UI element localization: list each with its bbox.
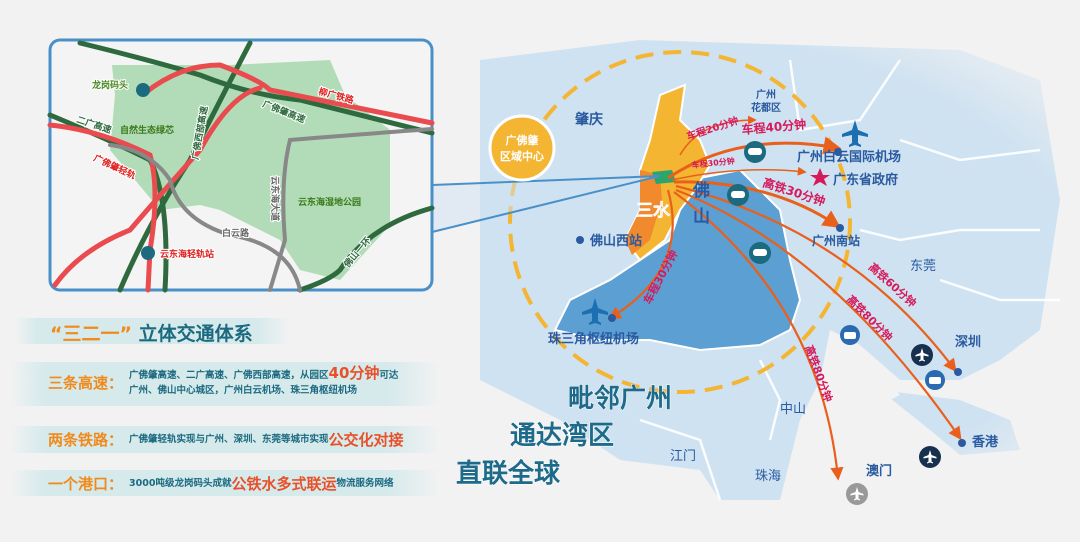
route-label-baiyun: 车程40分钟 (741, 116, 807, 137)
airplane-glyph (923, 450, 937, 464)
badge-line1: 广佛肇 (506, 133, 540, 147)
slogan-1: 毗邻广州 (568, 384, 672, 414)
row-label: 两条铁路： (48, 431, 124, 449)
row-text: 广州、佛山中心城区，广州白云机场、珠三角枢纽机场 (129, 385, 358, 396)
pier-icon (136, 83, 150, 97)
label-hongkong: 香港 (971, 434, 999, 450)
airplane-glyph (850, 487, 864, 501)
label-gz-south: 广州南站 (812, 233, 860, 248)
label-foshan-west: 佛山西站 (589, 233, 642, 249)
row-text: 3000吨级龙岗码头成就 (129, 478, 232, 489)
title-quote: “三二一” (50, 323, 132, 345)
title-text: 立体交通体系 (138, 323, 253, 345)
station-icon (141, 246, 155, 260)
label-foshan-2: 山 (693, 207, 710, 227)
slogan-2: 通达湾区 (510, 420, 614, 451)
row-band (10, 470, 440, 496)
callout-line (431, 175, 661, 186)
airplane-glyph (915, 348, 929, 362)
row-band (10, 362, 440, 406)
star-icon (810, 168, 830, 186)
row-port: 一个港口： 3000吨级龙岗码头成就 公铁水多式联运 物流服务网络 (48, 473, 394, 494)
badge-line2: 区域中心 (500, 149, 544, 163)
label-huadu-2: 花都区 (751, 101, 781, 114)
label-foshan-1: 佛 (692, 180, 710, 201)
row-label: 一个港口： (48, 475, 124, 493)
panel-title: “三二一” 立体交通体系 (50, 319, 253, 346)
label-jiangmen: 江门 (670, 449, 696, 464)
train-glyph (753, 249, 767, 256)
label-sanshui: 三水 (636, 200, 671, 221)
label-zhongshan: 中山 (780, 402, 806, 417)
row-highlight: 公交化对接 (328, 431, 404, 449)
location-dots (576, 148, 966, 447)
row-label: 三条高速： (48, 373, 124, 392)
callout-line (431, 175, 661, 233)
row-text: 可达 (379, 370, 399, 381)
label-zhaoqing: 肇庆 (575, 111, 603, 128)
title-band (15, 318, 290, 344)
airplane-icon (842, 120, 868, 147)
airplane-icon (582, 298, 608, 325)
train-glyph (731, 191, 745, 198)
train-glyph (748, 148, 762, 155)
slogan-3: 直联全球 (456, 458, 561, 489)
row-text-block: 广佛肇高速、二广高速、广佛西部高速，从园区40分钟可达广州、佛山中心城区，广州白… (129, 366, 398, 398)
label-prd-airport: 珠三角枢纽机场 (548, 331, 639, 347)
label-zhuhai: 珠海 (755, 469, 781, 484)
label-baiyun-road: 白云路 (222, 227, 250, 239)
row-railways: 两条铁路： 广佛肇轻轨实现与广州、深圳、东莞等城市实现 公交化对接 (48, 429, 404, 450)
label-gov: 广东省政府 (833, 172, 898, 188)
row-highlight: 公铁水多式联运 (231, 475, 337, 493)
route-label-gov: 车程30分钟 (691, 156, 735, 170)
label-longgang-pier: 龙岗码头 (91, 79, 128, 91)
label-shenzhen: 深圳 (955, 334, 981, 350)
label-macau: 澳门 (866, 463, 892, 479)
label-wetland: 云东海湿地公园 (298, 196, 361, 208)
label-ydh-station: 云东海轻轨站 (160, 248, 214, 260)
ship-glyph (929, 377, 941, 384)
inset-map (47, 38, 435, 293)
label-baiyun-airport: 广州白云国际机场 (797, 149, 901, 165)
ship-glyph (844, 332, 856, 339)
row-text: 物流服务网络 (336, 478, 394, 489)
row-expressways: 三条高速： 广佛肇高速、二广高速、广佛西部高速，从园区40分钟可达广州、佛山中心… (48, 366, 398, 398)
routes (607, 115, 962, 481)
label-ydh-avenue: 云东海大道 (269, 176, 281, 221)
row-text: 广佛肇轻轨实现与广州、深圳、东莞等城市实现 (129, 434, 329, 445)
label-dongguan: 东莞 (910, 259, 936, 274)
row-highlight: 40分钟 (328, 364, 380, 382)
range-circle (508, 50, 852, 394)
row-band (10, 426, 440, 453)
region-center-badge (488, 114, 556, 182)
row-text: 广佛肇高速、二广高速、广佛西部高速，从园区 (129, 370, 329, 381)
label-green-core: 自然生态绿芯 (120, 124, 174, 136)
label-huadu-1: 广州 (756, 88, 776, 101)
